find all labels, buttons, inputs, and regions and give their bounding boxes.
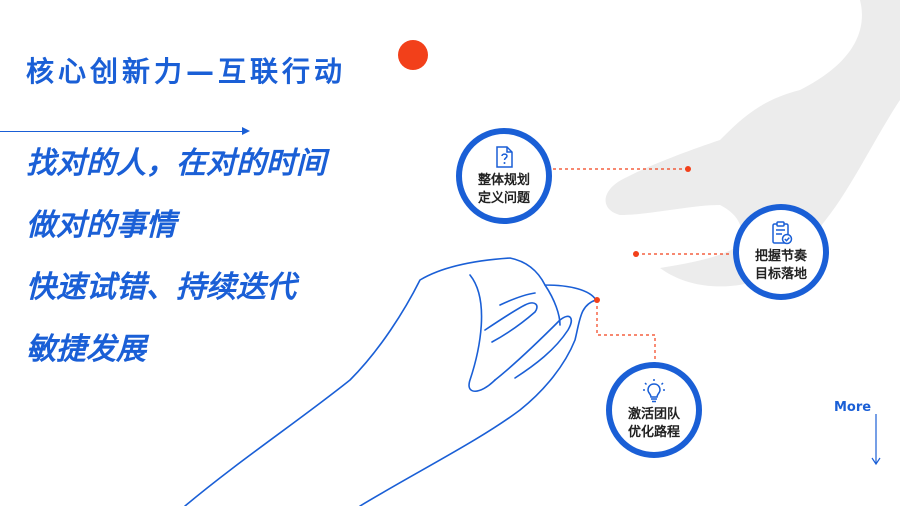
connector-dot <box>594 297 600 303</box>
node-label: 激活团队 <box>627 407 680 422</box>
connector-lines <box>553 168 730 365</box>
node-label: 定义问题 <box>477 191 530 206</box>
node-label: 目标落地 <box>754 267 807 282</box>
underline-arrowhead <box>242 127 250 135</box>
node-label: 把握节奏 <box>754 249 807 264</box>
node-rhythm[interactable]: 把握节奏 目标落地 <box>733 204 829 300</box>
outline-hand <box>184 257 597 506</box>
connector-dot <box>633 251 639 257</box>
connector-dot <box>685 166 691 172</box>
more-arrow-icon <box>871 414 881 466</box>
page-title: 核心创新力—互联行动 <box>26 55 347 88</box>
title-accent-dot <box>398 40 428 70</box>
clipboard-check-icon <box>772 221 793 245</box>
node-label: 优化路程 <box>627 425 680 440</box>
slogan-line: 做对的事情 <box>26 208 176 243</box>
grey-hand-shape <box>605 0 900 287</box>
slogan-line: 找对的人，在对的时间 <box>26 146 326 181</box>
lightbulb-icon <box>643 379 665 403</box>
slogan-line: 快速试错、持续迭代 <box>26 270 296 305</box>
slogan-list: 找对的人，在对的时间 做对的事情 快速试错、持续迭代 敏捷发展 <box>26 148 326 396</box>
slogan-line: 敏捷发展 <box>26 332 146 367</box>
node-team[interactable]: 激活团队 优化路程 <box>606 362 702 458</box>
more-link[interactable]: More <box>834 400 872 415</box>
node-planning[interactable]: 整体规划 定义问题 <box>456 128 552 224</box>
document-question-icon <box>496 146 513 168</box>
node-label: 整体规划 <box>477 173 530 188</box>
title-underline <box>0 131 244 132</box>
